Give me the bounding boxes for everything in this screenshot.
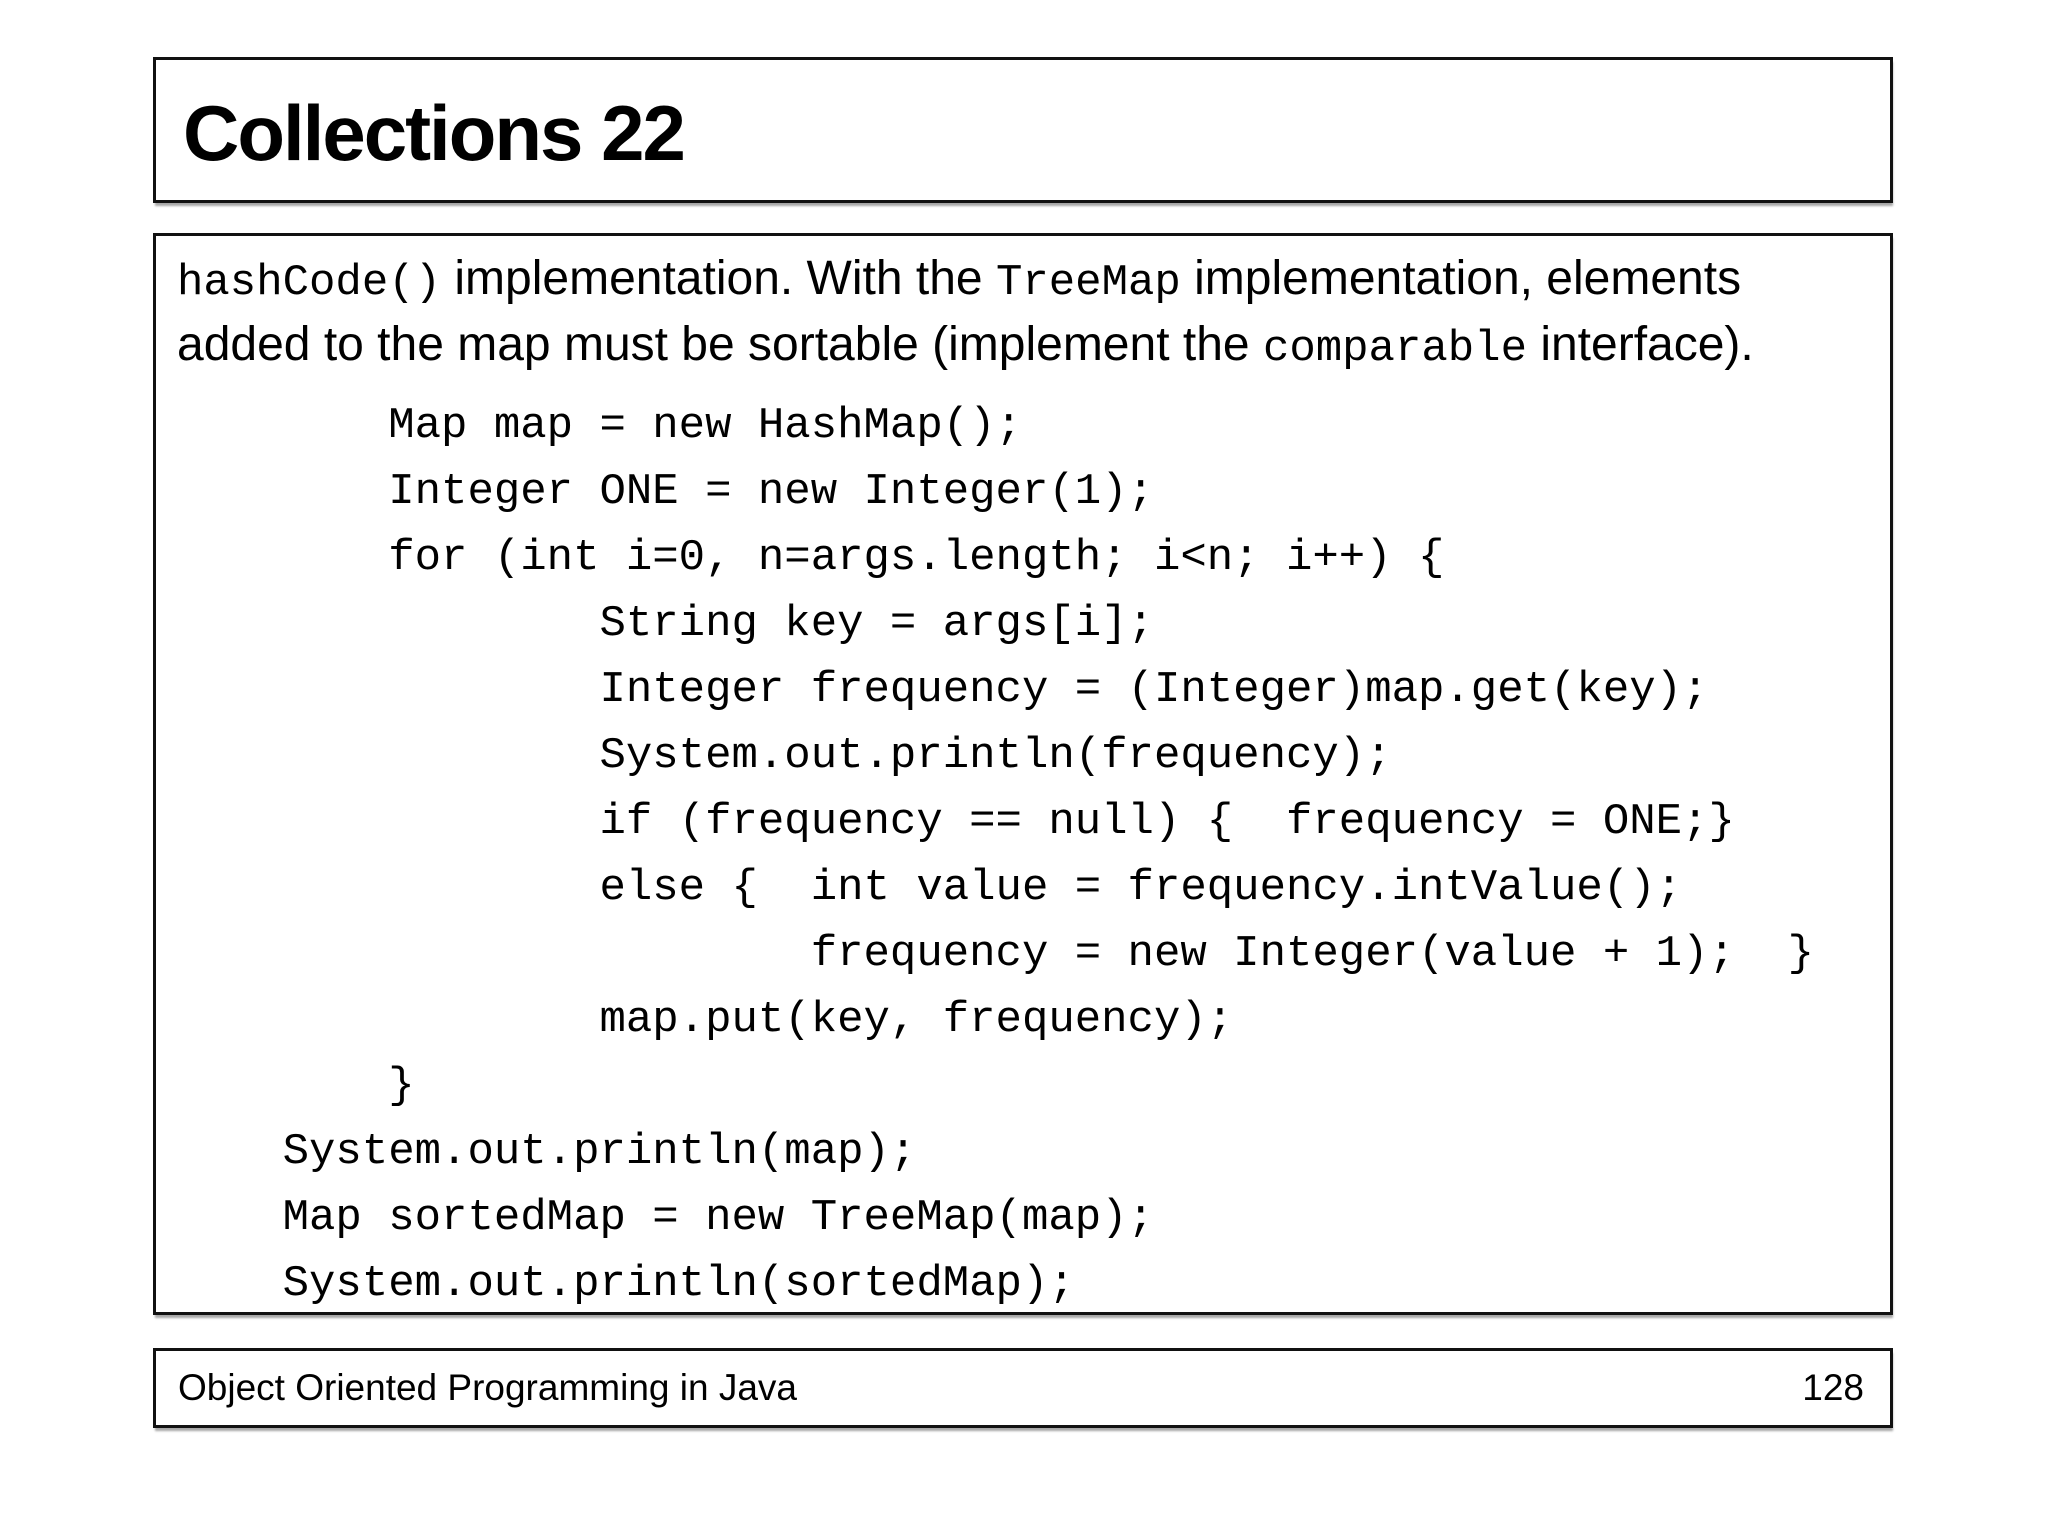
intro-line: hashCode() implementation. With the Tree… [177, 252, 1742, 308]
slide-title: Collections 22 [183, 89, 686, 177]
content-panel: hashCode() implementation. With the Tree… [153, 233, 1893, 1315]
footer-bar: Object Oriented Programming in Java 128 [153, 1348, 1893, 1428]
intro-line: added to the map must be sortable (imple… [177, 318, 1754, 374]
page-number: 128 [1802, 1367, 1864, 1408]
title-bar: Collections 22 [153, 57, 1893, 203]
code-block: Map map = new HashMap(); Integer ONE = n… [282, 401, 1815, 1309]
intro-paragraph: hashCode() implementation. With the Tree… [177, 248, 1869, 380]
footer-course-title: Object Oriented Programming in Java [178, 1367, 797, 1408]
